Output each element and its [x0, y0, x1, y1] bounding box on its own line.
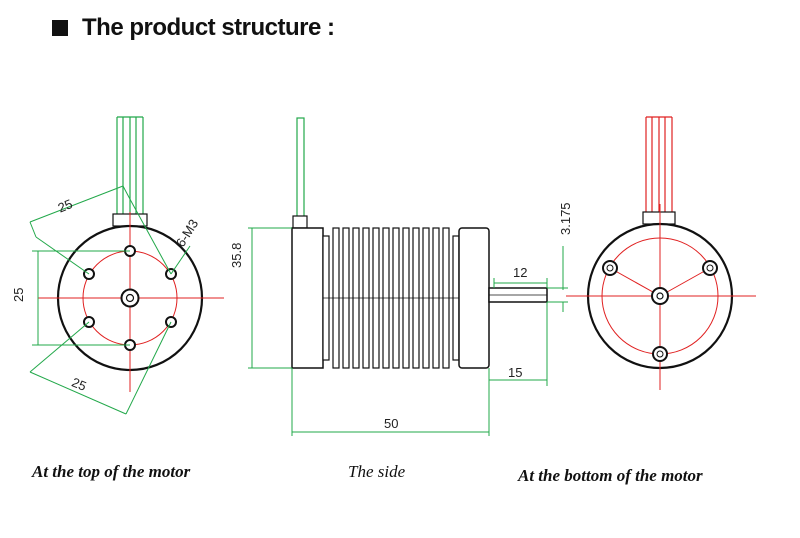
side-view-wire — [296, 117, 305, 219]
dim-hole-spacing-left: 25 — [11, 288, 26, 302]
section-header: The product structure : — [52, 14, 335, 42]
dim-hole-spacing-upper: 25 — [56, 196, 75, 215]
header-bullet-icon — [52, 20, 68, 36]
bottom-mounting-holes — [602, 260, 718, 362]
side-view-dimension-lines — [248, 227, 568, 436]
holes-label: 6-M3 — [173, 217, 201, 250]
bottom-view-caption: At the bottom of the motor — [517, 466, 703, 485]
dim-shaft-diameter: 3.175 — [558, 202, 573, 235]
dim-hole-spacing-lower: 25 — [70, 375, 89, 394]
dim-diameter: 35.8 — [229, 243, 244, 268]
dim-body-length: 50 — [384, 416, 398, 431]
page-title: The product structure : — [82, 14, 335, 41]
top-view-dimension-lines — [29, 185, 191, 415]
top-view-caption: At the top of the motor — [31, 462, 191, 481]
bottom-view: At the bottom of the motor — [517, 116, 756, 485]
top-view-wires — [116, 116, 144, 214]
side-view-back-cap — [458, 227, 490, 369]
top-view: 25 25 25 6-M3 At the top of the motor — [11, 116, 224, 481]
side-view-caption: The side — [348, 462, 406, 481]
side-view: 35.8 3.175 12 15 50 The side — [229, 117, 573, 481]
dim-shaft-flat: 12 — [513, 265, 527, 280]
dim-shaft-length: 15 — [508, 365, 522, 380]
side-view-front-cap — [291, 227, 324, 369]
bottom-view-wires — [645, 116, 673, 212]
